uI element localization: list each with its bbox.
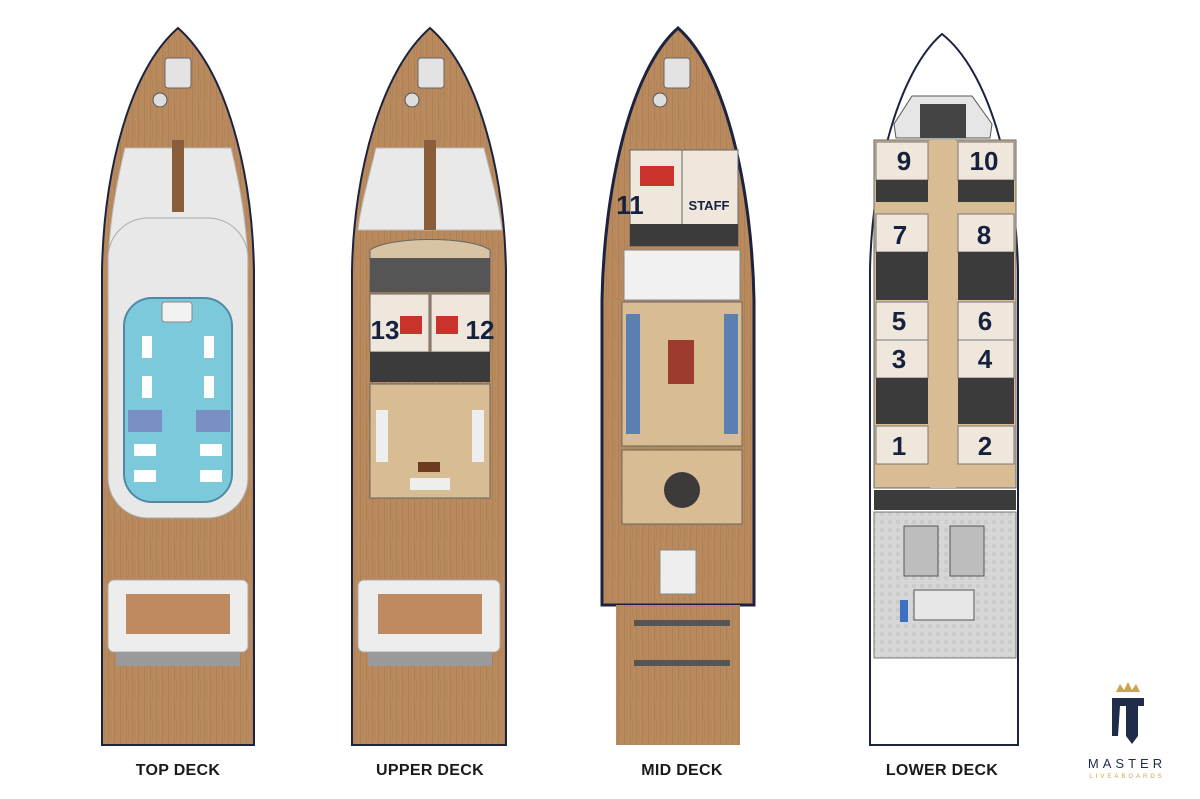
lower-machinery	[873, 511, 1017, 659]
cabin-number: 9	[897, 146, 911, 176]
cabin-number: 11	[616, 190, 644, 220]
deck-label: TOP DECK	[136, 762, 221, 779]
cabin-number: 5	[892, 306, 906, 336]
cabin-number: 13	[371, 315, 400, 345]
cabin-number: 1	[892, 431, 906, 461]
top-deck: TOP DECK	[101, 26, 255, 779]
top-anchor-winch	[152, 92, 168, 108]
crown-icon	[1116, 682, 1140, 692]
brand-tagline: LIVEABOARDS	[1089, 774, 1164, 780]
cabin-number: 2	[978, 431, 992, 461]
cabin-number: 8	[977, 220, 991, 250]
cabin-number: 7	[893, 220, 907, 250]
lower-corridor	[930, 140, 956, 488]
cabin-number: 6	[978, 306, 992, 336]
staff-label: STAFF	[689, 198, 730, 213]
upper-deck: 13 12 UPPER DECK	[351, 26, 507, 779]
cabin-number: 10	[970, 146, 999, 176]
top-bow-fitting	[164, 57, 192, 89]
brand-logo: MASTER LIVEABOARDS	[1088, 682, 1166, 780]
cabin-number: 3	[892, 344, 906, 374]
trident-icon	[1112, 698, 1144, 744]
deck-label: UPPER DECK	[376, 762, 484, 779]
brand-name: MASTER	[1088, 756, 1166, 771]
mid-deck: 11 STAFF MID DECK	[600, 26, 756, 779]
lower-deck: 9 10 7 8 5 6 3 4 1 2 LOWER DECK	[869, 32, 1019, 779]
cabin-number: 4	[978, 344, 993, 374]
cabin-number: 12	[466, 315, 495, 345]
deck-label: MID DECK	[641, 762, 723, 779]
deck-label: LOWER DECK	[886, 762, 998, 779]
mid-galley	[623, 249, 741, 301]
lower-cabin-blocks	[875, 141, 1015, 465]
lower-engine-room	[874, 490, 1016, 510]
